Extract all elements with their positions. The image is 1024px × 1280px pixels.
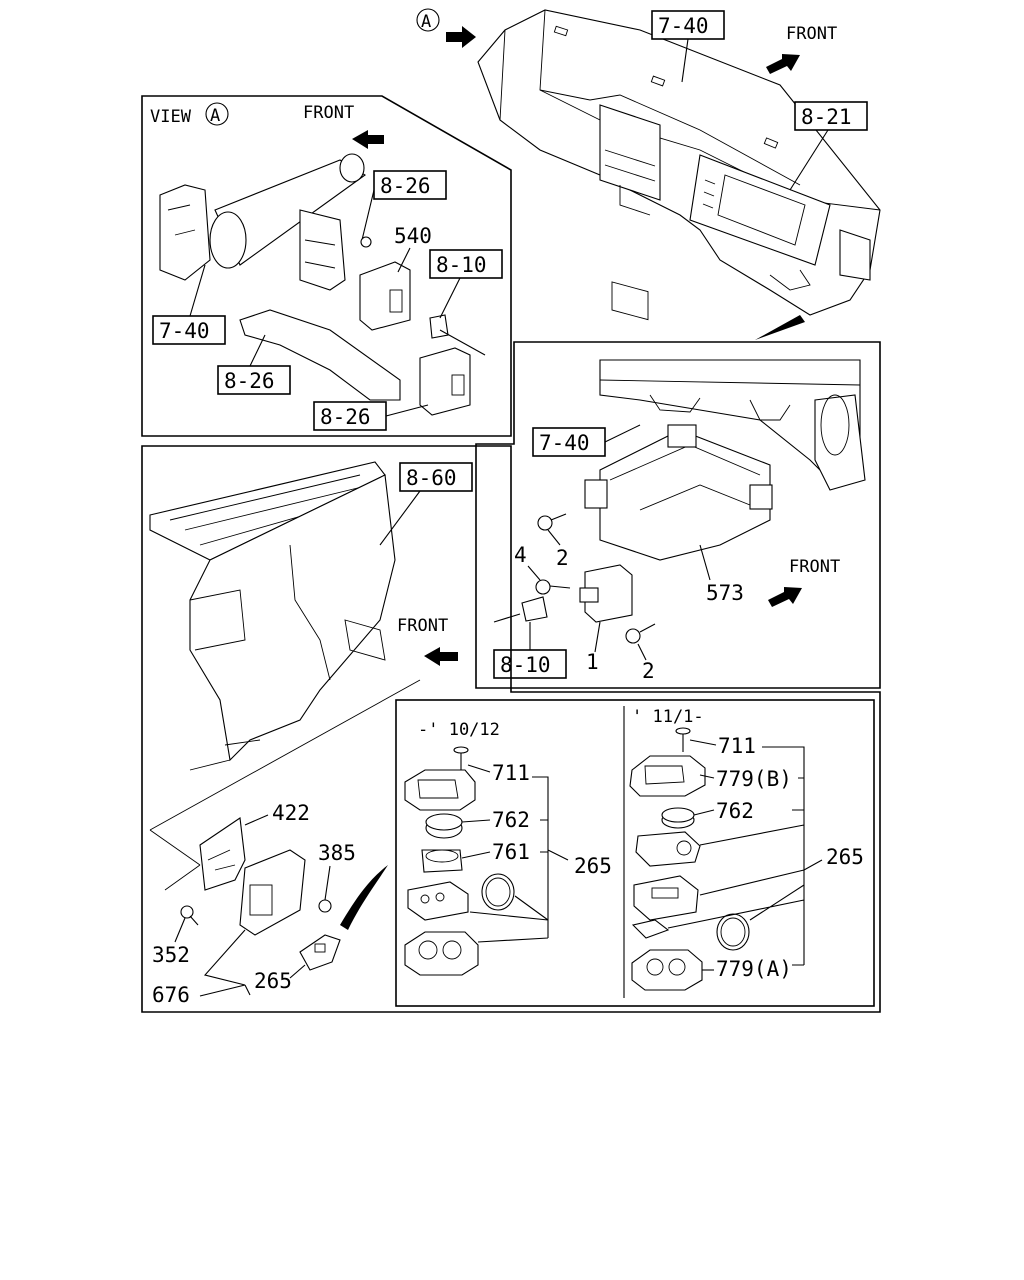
part-676-label: 676 [152,983,190,1007]
upper-case-left [404,769,476,811]
ref-8-26-top: 8-26 [380,174,431,198]
part-2-upper-label: 2 [556,546,569,570]
view-a-marker-circle [416,8,440,32]
ref-8-26-bottom: 8-26 [320,405,371,429]
part-265-right-label: 265 [826,845,864,869]
detail-pointer-icon [755,315,805,340]
date-range-left: -' 10/12 [418,720,500,740]
dashboard-assembly: A 7-40 FRONT 8-21 [416,8,881,340]
bracket-422 [199,817,246,891]
front-label-top: FRONT [786,24,837,44]
front-label-detail: FRONT [789,557,840,577]
part-265-heater-label: 265 [254,969,292,993]
part-779a-label: 779(A) [716,957,792,981]
front-label-heater: FRONT [397,616,448,636]
part-762-right-label: 762 [716,799,754,823]
view-a-title: VIEW [150,107,192,127]
remote-key-panel: -' 10/12 711 762 761 265 ' 11/1- [395,699,875,1007]
lower-case-left [404,931,479,976]
part-711-left-label: 711 [492,761,530,785]
front-label-view-a: FRONT [303,103,354,123]
part-540-label: 540 [394,224,432,248]
view-a-panel: VIEW A FRONT 8-26 540 8-10 7-40 [141,95,512,437]
part-573-label: 573 [706,581,744,605]
part-779b-label: 779(B) [716,767,792,791]
ref-7-40-dashboard: 7-40 [658,14,709,38]
part-4-label: 4 [514,543,527,567]
date-range-right: ' 11/1- [632,707,704,727]
front-arrow-heater-icon [424,647,458,666]
control-module-540 [359,261,411,331]
ref-8-10-view-a: 8-10 [436,253,487,277]
part-422-label: 422 [272,801,310,825]
front-arrow-view-a-icon [352,130,384,149]
heater-unit-panel: 8-60 FRONT 422 385 352 265 676 [141,445,881,1013]
ref-8-10-detail: 8-10 [500,653,551,677]
part-385-label: 385 [318,841,356,865]
ref-7-40-detail: 7-40 [539,431,590,455]
front-arrow-icon [766,54,800,74]
part-762-left-label: 762 [492,808,530,832]
ref-8-60-label: 8-60 [406,466,457,490]
part-2-lower-label: 2 [642,659,655,683]
ref-7-40-view-a: 7-40 [159,319,210,343]
dashboard-panel [477,9,881,316]
bracket-detail-panel: 7-40 2 4 573 FRONT 8-10 1 2 [475,341,881,689]
part-1-label: 1 [586,650,599,674]
part-711-right-label: 711 [718,734,756,758]
front-arrow-detail-icon [768,587,802,607]
part-352-label: 352 [152,943,190,967]
part-265-left-label: 265 [574,854,612,878]
relay-1 [584,564,633,623]
ref-8-26-mid: 8-26 [224,369,275,393]
ref-8-21-cluster: 8-21 [801,105,852,129]
remote-key-265 [299,934,341,971]
curved-arrow-icon [340,865,388,930]
view-a-marker: A [421,12,431,32]
part-761-left-label: 761 [492,840,530,864]
instrument-cluster [689,154,831,266]
keyless-receiver-676 [239,849,306,936]
view-direction-arrow-icon [446,26,476,48]
mounting-bracket-573 [599,429,771,561]
upper-case-right [629,755,706,797]
lower-case-right [631,949,703,991]
view-a-title-marker: A [210,106,220,126]
